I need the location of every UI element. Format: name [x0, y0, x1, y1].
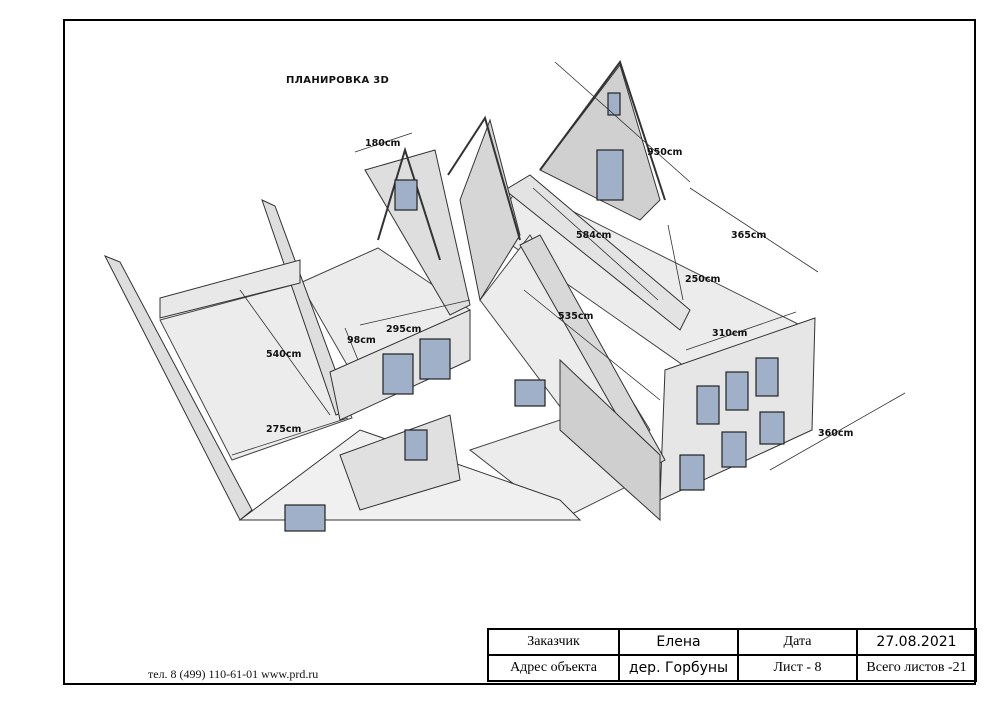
title-block-row-2: Адрес объекта дер. Горбуны Лист - 8 Всег…	[487, 654, 977, 682]
dim-180: 180cm	[365, 138, 400, 149]
dim-98: 98cm	[347, 335, 376, 346]
date-value: 27.08.2021	[856, 628, 977, 656]
drawing-frame	[63, 19, 976, 685]
title-block-row-1: Заказчик Елена Дата 27.08.2021	[487, 628, 977, 656]
dim-365: 365cm	[731, 230, 766, 241]
dim-250: 250cm	[685, 274, 720, 285]
dim-540: 540cm	[266, 349, 301, 360]
dimension-lines	[231, 61, 906, 471]
date-label: Дата	[737, 628, 858, 656]
dim-310: 310cm	[712, 328, 747, 339]
dim-295: 295cm	[386, 324, 421, 335]
contacts-line: тел. 8 (499) 110-61-01 www.prd.ru	[148, 667, 319, 681]
dim-535: 535cm	[558, 311, 593, 322]
address-value: дер. Горбуны	[618, 654, 739, 682]
customer-value: Елена	[618, 628, 739, 656]
dim-275: 275cm	[266, 424, 301, 435]
plan-title: ПЛАНИРОВКА 3D	[286, 75, 390, 86]
gables	[377, 59, 666, 261]
title-block: Заказчик Елена Дата 27.08.2021 Адрес объ…	[487, 628, 977, 682]
dim-950: 950cm	[647, 147, 682, 158]
dim-584: 584cm	[576, 230, 611, 241]
walls	[103, 63, 816, 522]
address-label: Адрес объекта	[487, 654, 620, 682]
sheet-label: Лист - 8	[737, 654, 858, 682]
total-sheets-label: Всего листов -21	[856, 654, 977, 682]
dimension-labels: 180cm 950cm 584cm 365cm 250cm 310cm 535c…	[266, 138, 853, 439]
dim-360: 360cm	[818, 428, 853, 439]
customer-label: Заказчик	[487, 628, 620, 656]
windows	[284, 92, 785, 532]
